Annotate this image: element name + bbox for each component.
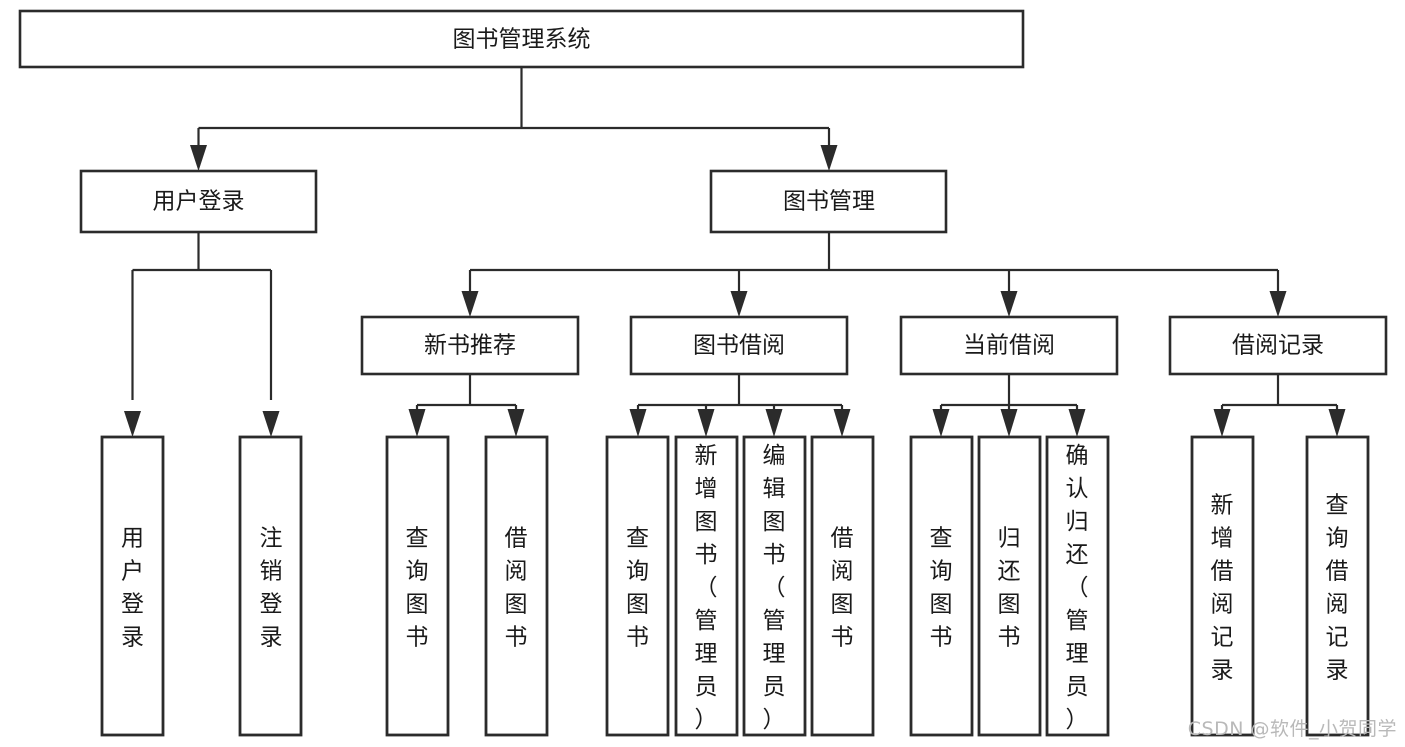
leaf-node-edit-book[interactable]: 编辑图书（管理员）: [742, 435, 807, 737]
arrowhead-leaf-add-record: [1213, 409, 1231, 437]
node-new-book-recommend-label: 新书推荐: [424, 333, 516, 359]
node-borrow-record-box[interactable]: [1168, 315, 1388, 376]
arrowhead-new-book-recommend: [461, 291, 479, 317]
node-book-borrow-box[interactable]: [629, 315, 849, 376]
leaf-node-borrow-book-1[interactable]: 借阅图书: [484, 435, 549, 737]
leaf-node-return-book[interactable]: 归还图书: [977, 435, 1042, 737]
node-borrow-record[interactable]: 借阅记录: [1168, 315, 1388, 376]
leaf-node-add-book[interactable]: 新增图书（管理员）: [674, 435, 739, 737]
leaf-logout-box[interactable]: [238, 435, 303, 737]
node-book-management[interactable]: 图书管理: [709, 169, 948, 234]
arrowhead-current-borrow: [1000, 291, 1018, 317]
leaf-query-record-label: 查询借阅记录: [1326, 493, 1349, 684]
leaf-query-book-2-label: 查询图书: [626, 526, 649, 651]
node-current-borrow-box[interactable]: [899, 315, 1119, 376]
arrowhead-leaf-logout: [262, 411, 280, 437]
node-new-book-recommend[interactable]: 新书推荐: [360, 315, 580, 376]
node-borrow-record-label: 借阅记录: [1232, 333, 1324, 359]
leaf-node-query-record[interactable]: 查询借阅记录: [1305, 435, 1370, 737]
arrowhead-leaf-query-book-2: [629, 409, 647, 437]
node-current-borrow-label: 当前借阅: [963, 333, 1055, 359]
leaf-confirm-return-label: 确认归还（管理员）: [1066, 443, 1089, 733]
node-user-login-label: 用户登录: [153, 189, 245, 215]
node-root[interactable]: 图书管理系统: [18, 9, 1025, 69]
leaf-query-record-box[interactable]: [1305, 435, 1370, 737]
leaf-user-login-label: 用户登录: [121, 526, 144, 651]
arrowhead-leaf-borrow-book-1: [507, 409, 525, 437]
connector-layer: [124, 67, 1346, 437]
arrowhead-leaf-query-record: [1328, 409, 1346, 437]
arrowhead-leaf-query-book-1: [408, 409, 426, 437]
leaf-borrow-book-1-box[interactable]: [484, 435, 549, 737]
leaf-node-query-book-1[interactable]: 查询图书: [385, 435, 450, 737]
node-book-management-box[interactable]: [709, 169, 948, 234]
csdn-watermark: CSDN @软件_小贺同学: [1187, 718, 1397, 740]
leaf-user-login-box[interactable]: [100, 435, 165, 737]
arrowhead-leaf-query-book-3: [932, 409, 950, 437]
node-user-login[interactable]: 用户登录: [79, 169, 318, 234]
leaf-node-query-book-3[interactable]: 查询图书: [909, 435, 974, 737]
leaf-query-book-2-box[interactable]: [605, 435, 670, 737]
leaf-node-add-record[interactable]: 新增借阅记录: [1190, 435, 1255, 737]
leaf-query-book-3-box[interactable]: [909, 435, 974, 737]
arrowhead-user-login: [190, 145, 207, 171]
leaf-node-confirm-return[interactable]: 确认归还（管理员）: [1045, 435, 1110, 737]
leaf-borrow-book-2-box[interactable]: [810, 435, 875, 737]
node-book-management-label: 图书管理: [783, 189, 875, 215]
leaf-edit-book-box[interactable]: [742, 435, 807, 737]
node-root-box[interactable]: [18, 9, 1025, 69]
leaf-node-borrow-book-2[interactable]: 借阅图书: [810, 435, 875, 737]
arrowhead-borrow-record: [1269, 291, 1287, 317]
leaf-query-book-1-box[interactable]: [385, 435, 450, 737]
node-new-book-recommend-box[interactable]: [360, 315, 580, 376]
leaf-add-record-label: 新增借阅记录: [1211, 493, 1234, 684]
arrowhead-leaf-confirm-return: [1068, 409, 1086, 437]
arrowhead-leaf-return-book: [1000, 409, 1018, 437]
arrowhead-leaf-user-login: [124, 411, 141, 437]
node-current-borrow[interactable]: 当前借阅: [899, 315, 1119, 376]
leaf-add-book-box[interactable]: [674, 435, 739, 737]
arrowhead-book-management: [820, 145, 838, 171]
leaf-add-record-box[interactable]: [1190, 435, 1255, 737]
arrowhead-leaf-add-book: [697, 409, 715, 437]
leaf-query-book-1-label: 查询图书: [406, 526, 429, 651]
arrowhead-leaf-edit-book: [765, 409, 783, 437]
node-book-borrow-label: 图书借阅: [693, 333, 785, 359]
arrowhead-leaf-borrow-book-2: [833, 409, 851, 437]
leaf-node-logout[interactable]: 注销登录: [238, 435, 303, 737]
leaf-borrow-book-1-label: 借阅图书: [505, 526, 528, 651]
leaf-borrow-book-2-label: 借阅图书: [831, 526, 854, 651]
leaf-add-book-label: 新增图书（管理员）: [695, 443, 718, 733]
leaf-logout-label: 注销登录: [260, 526, 283, 651]
leaf-confirm-return-box[interactable]: [1045, 435, 1110, 737]
leaf-edit-book-label: 编辑图书（管理员）: [763, 443, 786, 733]
node-root-label: 图书管理系统: [453, 27, 591, 53]
leaf-node-user-login[interactable]: 用户登录: [100, 435, 165, 737]
leaf-return-book-label: 归还图书: [998, 526, 1021, 651]
node-book-borrow[interactable]: 图书借阅: [629, 315, 849, 376]
node-user-login-box[interactable]: [79, 169, 318, 234]
leaf-query-book-3-label: 查询图书: [930, 526, 953, 651]
leaf-node-query-book-2[interactable]: 查询图书: [605, 435, 670, 737]
arrowhead-book-borrow: [730, 291, 748, 317]
leaf-return-book-box[interactable]: [977, 435, 1042, 737]
